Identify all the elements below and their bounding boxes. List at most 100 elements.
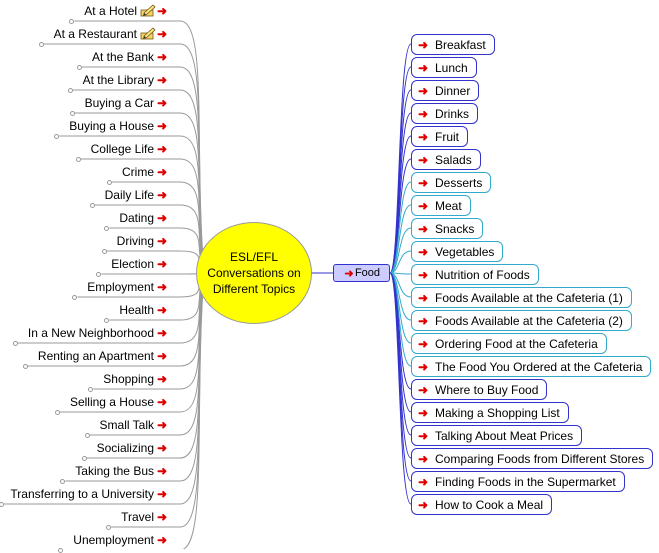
topic-travel[interactable]: Travel➜ xyxy=(0,508,168,526)
collapse-dot-icon[interactable] xyxy=(84,433,90,438)
collapse-dot-icon[interactable] xyxy=(107,180,112,185)
food-item-vegetables[interactable]: ➜Vegetables xyxy=(411,241,504,262)
link-arrow-icon: ➜ xyxy=(417,313,429,328)
topic-health[interactable]: Health➜ xyxy=(0,301,168,319)
collapse-dot-icon[interactable] xyxy=(106,525,112,530)
food-item-finding-foods-in-the-supermarket[interactable]: ➜Finding Foods in the Supermarket xyxy=(411,471,625,492)
food-item-salads[interactable]: ➜Salads xyxy=(411,149,481,170)
topic-socializing[interactable]: Socializing➜ xyxy=(0,439,168,457)
topic-label: Daily Life xyxy=(104,188,154,202)
topic-driving[interactable]: Driving➜ xyxy=(0,232,168,250)
link-arrow-icon: ➜ xyxy=(417,474,429,489)
central-topic-line-1: ESL/EFL xyxy=(229,250,279,264)
collapse-dot-icon[interactable] xyxy=(12,341,18,346)
topic-taking-the-bus[interactable]: Taking the Bus➜ xyxy=(0,462,168,480)
food-item-talking-about-meat-prices[interactable]: ➜Talking About Meat Prices xyxy=(411,425,583,446)
edit-pencil-icon xyxy=(140,4,156,18)
central-topic[interactable]: ESL/EFL Conversations on Different Topic… xyxy=(196,222,312,324)
link-arrow-icon: ➜ xyxy=(156,533,168,547)
collapse-dot-icon[interactable] xyxy=(104,318,110,323)
collapse-dot-icon[interactable] xyxy=(75,157,81,162)
topic-unemployment[interactable]: Unemployment➜ xyxy=(0,531,168,549)
collapse-dot-icon[interactable] xyxy=(60,479,66,484)
topic-small-talk[interactable]: Small Talk➜ xyxy=(0,416,168,434)
topic-connector xyxy=(181,272,205,549)
topic-crime[interactable]: Crime➜ xyxy=(0,163,168,181)
food-item-ordering-food-at-the-cafeteria[interactable]: ➜Ordering Food at the Cafeteria xyxy=(411,333,607,354)
food-item-meat[interactable]: ➜Meat xyxy=(411,195,471,216)
collapse-dot-icon[interactable] xyxy=(88,387,94,392)
food-item-dinner[interactable]: ➜Dinner xyxy=(411,80,480,101)
collapse-dot-icon[interactable] xyxy=(22,364,28,369)
collapse-dot-icon[interactable] xyxy=(67,88,73,93)
collapse-dot-icon[interactable] xyxy=(72,295,78,300)
collapse-dot-icon[interactable] xyxy=(69,19,75,24)
collapse-dot-icon[interactable] xyxy=(104,226,110,231)
topic-selling-a-house[interactable]: Selling a House➜ xyxy=(0,393,168,411)
topic-dating[interactable]: Dating➜ xyxy=(0,209,168,227)
collapse-dot-icon[interactable] xyxy=(54,134,60,139)
topic-at-the-library[interactable]: At the Library➜ xyxy=(0,71,168,89)
link-arrow-icon: ➜ xyxy=(156,4,168,18)
food-item-label: Desserts xyxy=(435,175,483,190)
link-arrow-icon: ➜ xyxy=(156,73,168,87)
topic-shopping[interactable]: Shopping➜ xyxy=(0,370,168,388)
topic-transferring-to-a-university[interactable]: Transferring to a University➜ xyxy=(0,485,168,503)
topic-label: College Life xyxy=(90,142,154,156)
food-item-label: Dinner xyxy=(435,83,471,98)
link-arrow-icon: ➜ xyxy=(156,211,168,225)
food-item-foods-available-at-the-cafeteria-1[interactable]: ➜Foods Available at the Cafeteria (1) xyxy=(411,287,632,308)
food-item-label: Ordering Food at the Cafeteria xyxy=(435,336,598,351)
topic-at-a-restaurant[interactable]: At a Restaurant➜ xyxy=(0,25,168,43)
link-arrow-icon: ➜ xyxy=(417,175,429,190)
topic-label: At the Bank xyxy=(91,50,154,64)
food-item-foods-available-at-the-cafeteria-2[interactable]: ➜ Foods Available at the Cafeteria (2) xyxy=(411,310,632,331)
food-item-label: Comparing Foods from Different Stores xyxy=(435,451,645,466)
link-arrow-icon: ➜ xyxy=(417,106,429,121)
topic-election[interactable]: Election➜ xyxy=(0,255,168,273)
topic-at-a-hotel[interactable]: At a Hotel ➜ xyxy=(0,2,168,20)
food-item-snacks[interactable]: ➜Snacks xyxy=(411,218,484,239)
food-item-how-to-cook-a-meal[interactable]: ➜How to Cook a Meal xyxy=(411,494,553,515)
topic-employment[interactable]: Employment➜ xyxy=(0,278,168,296)
link-arrow-icon: ➜ xyxy=(156,96,168,110)
food-item-drinks[interactable]: ➜Drinks xyxy=(411,103,479,124)
collapse-dot-icon[interactable] xyxy=(69,111,75,116)
topic-at-the-bank[interactable]: At the Bank➜ xyxy=(0,48,168,66)
food-item-comparing-foods-from-different-stores[interactable]: ➜Comparing Foods from Different Stores xyxy=(411,448,654,469)
topic-label: Transferring to a University xyxy=(10,487,154,501)
topic-label: Taking the Bus xyxy=(75,464,154,478)
topic-buying-a-house[interactable]: Buying a House➜ xyxy=(0,117,168,135)
link-arrow-icon: ➜ xyxy=(156,510,168,524)
collapse-dot-icon[interactable] xyxy=(96,272,102,277)
topic-renting-an-apartment[interactable]: Renting an Apartment➜ xyxy=(0,347,168,365)
collapse-dot-icon[interactable] xyxy=(89,203,95,208)
food-item-where-to-buy-food[interactable]: ➜Where to Buy Food xyxy=(411,379,548,400)
link-arrow-icon: ➜ xyxy=(417,290,429,305)
food-item-label: The Food You Ordered at the Cafeteria xyxy=(435,359,643,374)
collapse-dot-icon[interactable] xyxy=(54,410,60,415)
food-topic[interactable]: ➜ Food xyxy=(333,264,390,282)
collapse-dot-icon[interactable] xyxy=(101,249,107,254)
food-item-nutrition-of-foods[interactable]: ➜Nutrition of Foods xyxy=(411,264,539,285)
collapse-dot-icon[interactable] xyxy=(0,502,4,507)
topic-college-life[interactable]: College Life➜ xyxy=(0,140,168,158)
food-item-desserts[interactable]: ➜ Desserts xyxy=(411,172,492,193)
topic-label: Small Talk xyxy=(99,418,154,432)
food-item-the-food-you-ordered-at-the-cafeteria[interactable]: ➜The Food You Ordered at the Cafeteria xyxy=(411,356,652,377)
topic-label: Election xyxy=(111,257,154,271)
topic-label: Driving xyxy=(116,234,154,248)
topic-label: Buying a House xyxy=(69,119,154,133)
food-item-lunch[interactable]: ➜Lunch xyxy=(411,57,477,78)
topic-label: At a Hotel xyxy=(84,4,137,18)
topic-daily-life[interactable]: Daily Life➜ xyxy=(0,186,168,204)
food-item-label: Foods Available at the Cafeteria (2) xyxy=(435,313,623,328)
food-item-fruit[interactable]: ➜Fruit xyxy=(411,126,468,147)
collapse-dot-icon[interactable] xyxy=(76,65,82,70)
topic-buying-a-car[interactable]: Buying a Car➜ xyxy=(0,94,168,112)
food-item-breakfast[interactable]: ➜Breakfast xyxy=(411,34,495,55)
topic-in-a-new-neighborhood[interactable]: In a New Neighborhood➜ xyxy=(0,324,168,342)
collapse-dot-icon[interactable] xyxy=(81,456,87,461)
food-item-making-a-shopping-list[interactable]: ➜Making a Shopping List xyxy=(411,402,569,423)
collapse-dot-icon[interactable] xyxy=(38,42,44,47)
